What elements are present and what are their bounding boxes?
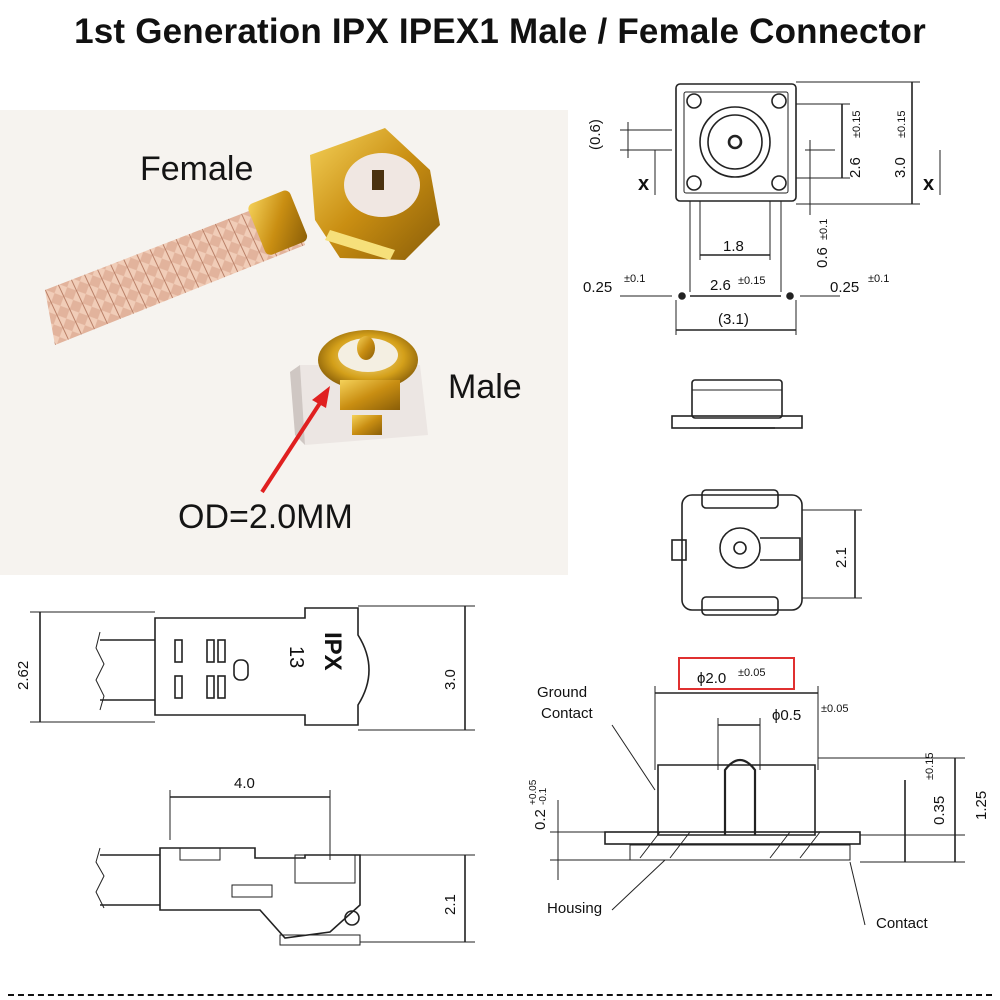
dim-21-plug: 2.1 (442, 894, 459, 915)
od-highlight-box (678, 657, 795, 690)
marking-13: 13 (285, 646, 307, 668)
dim-025-right: 0.25 (830, 279, 859, 296)
dim-18: 1.8 (723, 238, 744, 255)
side-view-drawing (671, 379, 803, 429)
marking-ipx: IPX (319, 632, 346, 671)
dim-06: (0.6) (587, 119, 604, 150)
page-title: 1st Generation IPX IPEX1 Male / Female C… (74, 12, 926, 51)
bottom-view-drawing (671, 489, 862, 616)
label-housing: Housing (547, 900, 602, 917)
dim-035: 0.35 (931, 796, 948, 825)
tol-26-h: ±0.15 (738, 275, 765, 287)
dim-125: 1.25 (973, 791, 990, 820)
bottom-dashed-divider (8, 994, 992, 996)
tol-02-up: +0.05 (528, 779, 539, 805)
tol-30-v: ±0.15 (896, 111, 908, 138)
dim-26-h: 2.6 (710, 277, 731, 294)
tol-035: ±0.15 (924, 753, 936, 780)
plug-side-drawing (95, 790, 475, 946)
tol-26-v: ±0.15 (851, 111, 863, 138)
dim-phi05: ϕ0.5 (772, 707, 801, 724)
label-ground-contact: Contact (541, 705, 594, 722)
female-connector (248, 128, 440, 260)
dim-40: 4.0 (234, 775, 255, 792)
dim-025-left: 0.25 (583, 279, 612, 296)
dim-31: (3.1) (718, 311, 749, 328)
female-label: Female (140, 150, 254, 188)
top-view-drawing (620, 81, 941, 335)
label-ground: Ground (537, 684, 587, 701)
tol-025-left: ±0.1 (624, 273, 645, 285)
x-mark-left: x (638, 173, 649, 195)
dim-30-v: 3.0 (892, 157, 909, 178)
od-arrow (260, 386, 330, 494)
dim-02: 0.2 (532, 809, 549, 830)
od-label: OD=2.0MM (178, 498, 353, 536)
tol-025-right: ±0.1 (868, 273, 889, 285)
cable (45, 195, 305, 345)
dim-26-v: 2.6 (847, 157, 864, 178)
male-connector (290, 330, 428, 445)
tol-06b: ±0.1 (818, 219, 830, 240)
dim-30-plug: 3.0 (442, 669, 459, 690)
tol-phi05: ±0.05 (821, 703, 848, 715)
tol-02-dn: -0.1 (538, 787, 549, 805)
label-contact: Contact (876, 915, 929, 932)
plug-top-drawing (30, 605, 475, 731)
x-mark-right: x (923, 173, 934, 195)
product-photo: Female Male OD=2.0MM (0, 110, 568, 575)
connector-photo-illustration (45, 128, 440, 494)
dim-262: 2.62 (15, 661, 32, 690)
male-label: Male (448, 368, 522, 406)
dim-21-bottom: 2.1 (833, 547, 850, 568)
dim-phi20: ϕ2.0 (697, 670, 726, 687)
tol-phi20: ±0.05 (738, 667, 765, 679)
section-drawing (550, 686, 965, 926)
dim-06b: 0.6 (814, 247, 831, 268)
